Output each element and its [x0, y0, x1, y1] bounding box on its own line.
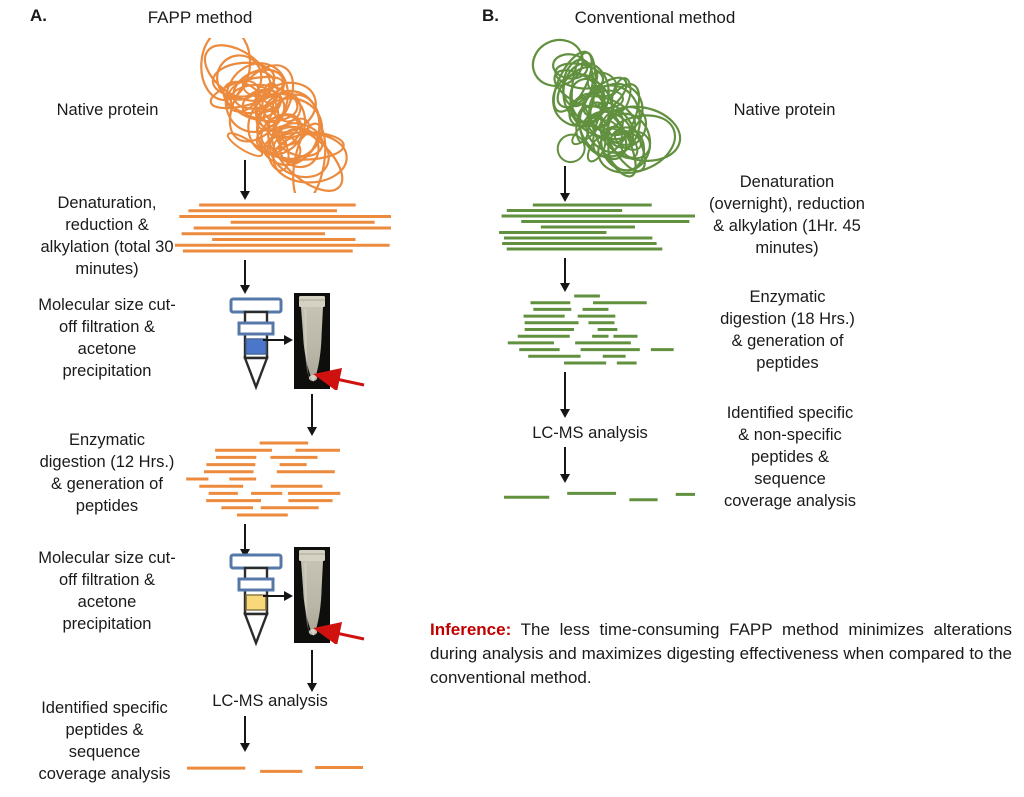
filter-ring [237, 577, 275, 592]
denatured-strands-a [174, 203, 391, 253]
filter-cone [243, 356, 269, 391]
identified-peptides-b [504, 491, 695, 502]
panel-a-title: FAPP method [147, 8, 253, 27]
native-protein-tangle-a [200, 38, 348, 193]
arrow-down-icon [560, 258, 570, 292]
label-native-protein-b: Native protein [733, 101, 836, 119]
label-denaturation-a: Denaturation, reduction & alkylation (to… [40, 194, 174, 278]
label-denaturation-b: Denaturation (overnight), reduction & al… [709, 173, 865, 257]
arrow-right-icon [263, 335, 293, 345]
arrow-down-icon [240, 716, 250, 752]
label-filtration-2-a: Molecular size cut- off filtration & ace… [38, 549, 176, 633]
panel-a-letter: A. [30, 6, 47, 25]
spin-filter-yellow-icon [229, 553, 283, 647]
digested-peptides-a [186, 441, 341, 517]
inference-label: Inference: [430, 620, 512, 639]
filter-cap [229, 297, 283, 314]
denatured-strands-b [499, 203, 695, 251]
red-pointer-arrow-icon [313, 622, 365, 644]
panel-b-letter: B. [482, 6, 499, 25]
arrow-down-icon [307, 650, 317, 692]
arrow-down-icon [560, 166, 570, 202]
identified-peptides-a [187, 765, 363, 773]
arrow-down-icon [307, 394, 317, 436]
red-pointer-arrow-icon [313, 368, 365, 390]
native-protein-tangle-b [531, 38, 682, 178]
label-lcms-a: LC-MS analysis [212, 692, 328, 710]
filter-cap [229, 553, 283, 570]
precipitate-tube-photo-a1 [294, 293, 330, 389]
filter-band-blue [245, 338, 267, 355]
inference-body: The less time-consuming FAPP method mini… [430, 620, 1012, 688]
label-digestion-b: Enzymatic digestion (18 Hrs.) & generati… [720, 288, 855, 372]
spin-filter-blue-icon [229, 297, 283, 391]
label-digestion-a: Enzymatic digestion (12 Hrs.) & generati… [39, 431, 175, 515]
label-identified-a: Identified specific peptides & sequence … [38, 699, 171, 783]
label-filtration-1-a: Molecular size cut- off filtration & ace… [38, 296, 176, 380]
arrow-down-icon [240, 524, 250, 558]
arrow-down-icon [240, 260, 250, 294]
label-lcms-b: LC-MS analysis [532, 424, 648, 442]
filter-cone [243, 612, 269, 647]
inference-paragraph: Inference: The less time-consuming FAPP … [430, 618, 1012, 690]
panel-b-title: Conventional method [574, 8, 736, 27]
label-native-protein-a: Native protein [56, 101, 159, 119]
arrow-right-icon [263, 591, 293, 601]
arrow-down-icon [240, 160, 250, 200]
arrow-down-icon [560, 372, 570, 418]
arrow-down-icon [560, 447, 570, 483]
label-identified-b: Identified specific & non-specific pepti… [723, 404, 857, 510]
filter-band-yellow [245, 594, 267, 611]
digested-peptides-b [507, 294, 674, 365]
filter-ring [237, 321, 275, 336]
